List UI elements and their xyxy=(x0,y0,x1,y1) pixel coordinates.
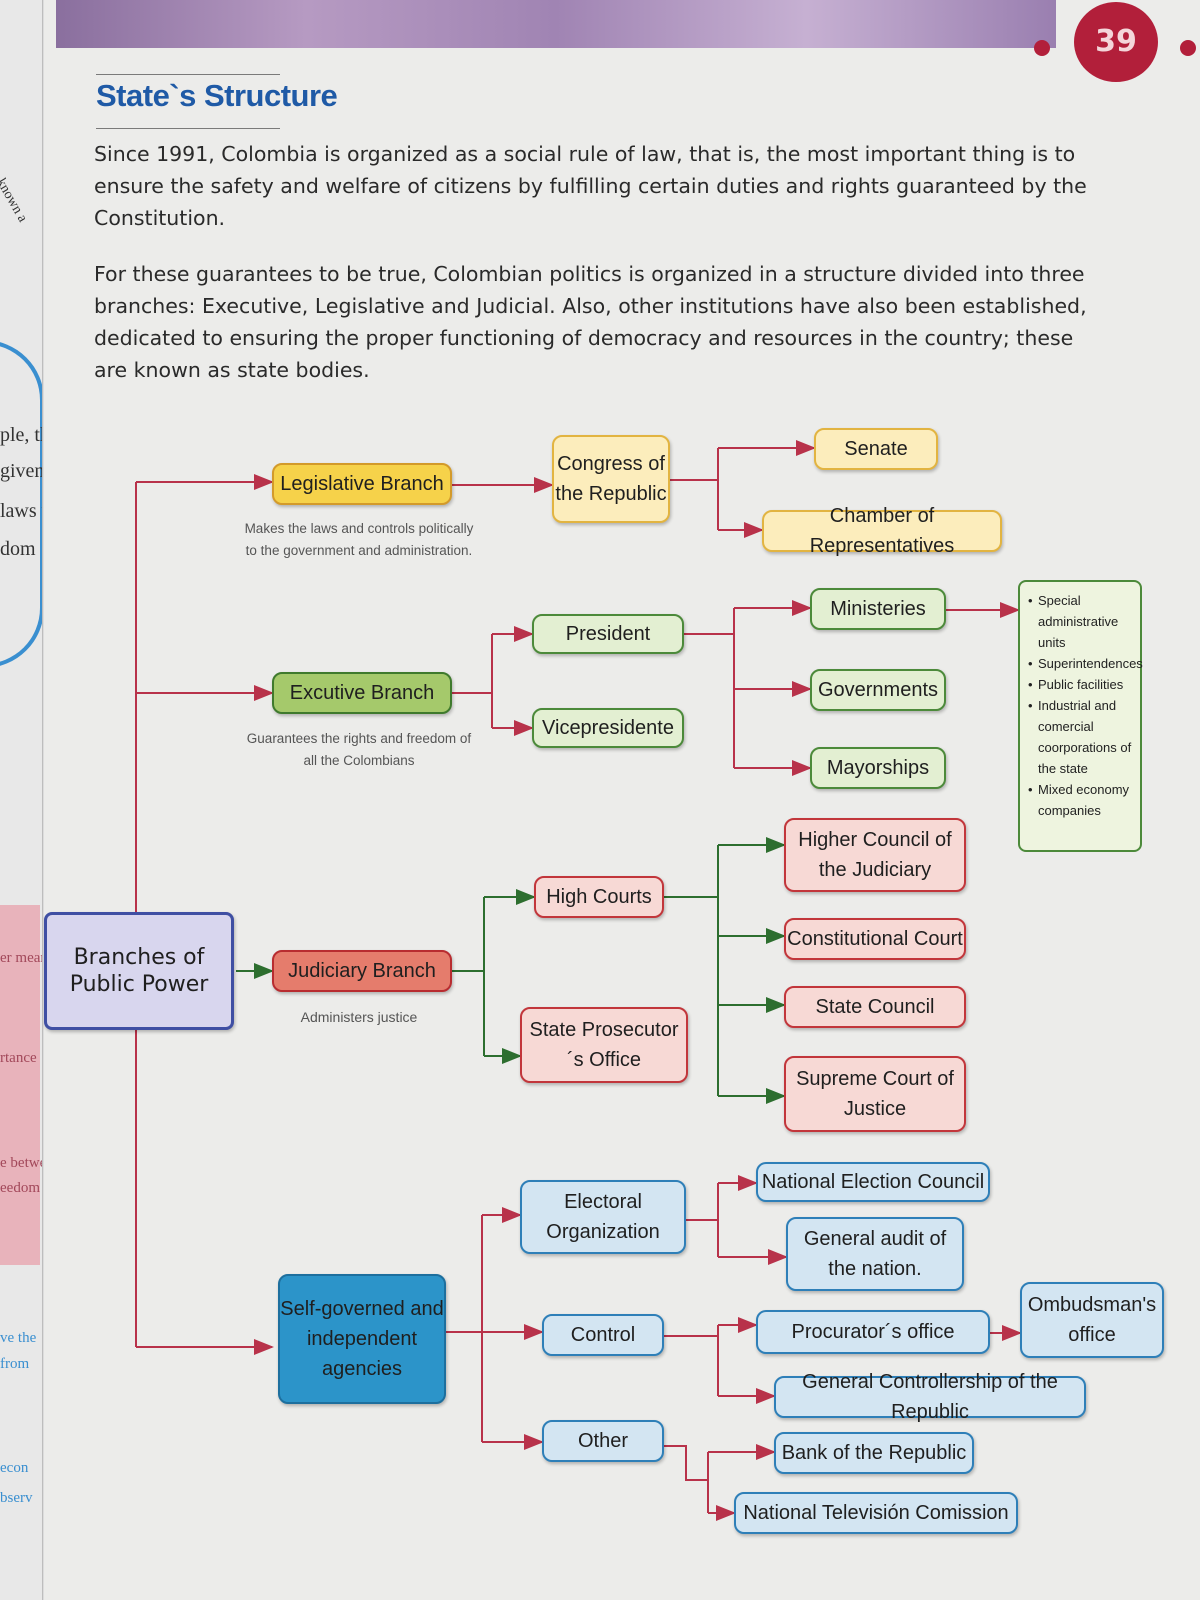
vicepresident-node: Vicepresidente xyxy=(532,708,684,748)
adjacent-text-fragment: ple, the xyxy=(0,424,42,446)
other-node: Other xyxy=(542,1420,664,1462)
procurator-office-node: Procurator´s office xyxy=(756,1310,990,1354)
decorative-dot xyxy=(1180,40,1196,56)
title-rule-bottom xyxy=(96,128,280,129)
executive-entities-list: Special administrative units Superintend… xyxy=(1018,580,1143,852)
state-prosecutor-office-node: State Prosecutor´s Office xyxy=(520,1007,688,1083)
electoral-organization-node: Electoral Organization xyxy=(520,1180,686,1254)
adjacent-text-fragment: known a xyxy=(0,176,30,225)
intro-paragraph: Since 1991, Colombia is organized as a s… xyxy=(94,142,1087,230)
constitutional-court-node: Constitutional Court xyxy=(784,918,966,960)
adjacent-text-fragment: bserv xyxy=(0,1490,33,1506)
executive-branch-node: Excutive Branch xyxy=(272,672,452,714)
congress-of-the-republic-node: Congress of the Republic xyxy=(552,435,670,523)
title-rule-top xyxy=(96,74,280,75)
adjacent-text-fragment: from xyxy=(0,1356,30,1372)
supreme-court-of-justice-node: Supreme Court of Justice xyxy=(784,1056,966,1132)
control-node: Control xyxy=(542,1314,664,1356)
adjacent-text-fragment: dom xyxy=(0,538,36,560)
president-node: President xyxy=(532,614,684,654)
national-election-council-node: National Election Council xyxy=(756,1162,990,1202)
entity-item: Special administrative units xyxy=(1028,590,1134,653)
ministeries-node: Ministeries xyxy=(810,588,946,630)
high-courts-node: High Courts xyxy=(534,876,664,918)
ombudsman-office-node: Ombudsman's office xyxy=(1020,1282,1164,1358)
entity-item: Public facilities xyxy=(1028,674,1134,695)
executive-branch-description: Guarantees the rights and freedom of all… xyxy=(246,731,472,768)
bank-of-the-republic-node: Bank of the Republic xyxy=(774,1432,974,1474)
self-governed-agencies-node: Self-governed and independent agencies xyxy=(278,1274,446,1404)
adjacent-text-fragment: ve the xyxy=(0,1330,37,1346)
general-audit-node: General audit of the nation. xyxy=(786,1217,964,1291)
general-controllership-node: General Controllership of the Republic xyxy=(774,1371,1086,1423)
judiciary-branch-node: Judiciary Branch xyxy=(272,950,452,992)
connector-lines xyxy=(135,440,1022,1521)
main-page: 39 State`s Structure Since 1991, Colombi… xyxy=(44,0,1200,1600)
judiciary-branch-description: Administers justice xyxy=(300,1009,418,1025)
decorative-dot xyxy=(1034,40,1050,56)
adjacent-page-pink-band xyxy=(0,905,40,1265)
higher-council-of-judiciary-node: Higher Council of the Judiciary xyxy=(784,818,966,892)
mayorships-node: Mayorships xyxy=(810,747,946,789)
adjacent-page-strip: known a ple, the given u laws w dom er m… xyxy=(0,0,43,1600)
entity-item: Mixed economy companies xyxy=(1028,779,1134,821)
governments-node: Governments xyxy=(810,669,946,711)
decorative-header-band xyxy=(56,0,1056,48)
entity-item: Industrial and comercial coorporations o… xyxy=(1028,695,1134,779)
adjacent-text-fragment: er mean xyxy=(0,950,42,966)
legislative-branch-description: Makes the laws and controls politically … xyxy=(244,521,474,558)
entity-item: Superintendences xyxy=(1028,653,1143,674)
legislative-branch-node: Legislative Branch xyxy=(272,463,452,505)
branches-of-public-power-root: Branches of Public Power xyxy=(44,912,234,1030)
page-number-badge: 39 xyxy=(1074,2,1158,82)
page-title: State`s Structure xyxy=(96,78,338,113)
adjacent-text-fragment: econ xyxy=(0,1460,29,1476)
adjacent-text-fragment: rtance xyxy=(0,1050,37,1066)
adjacent-text-fragment: eedom xyxy=(0,1180,40,1196)
adjacent-text-fragment: laws w xyxy=(0,500,42,522)
adjacent-text-fragment: given u xyxy=(0,460,43,482)
state-council-node: State Council xyxy=(784,986,966,1028)
chamber-of-representatives-node: Chamber of Representatives xyxy=(762,505,1002,557)
senate-node: Senate xyxy=(814,428,938,470)
branches-paragraph: For these guarantees to be true, Colombi… xyxy=(94,262,1087,382)
national-television-commission-node: National Televisión Comission xyxy=(734,1492,1018,1534)
adjacent-text-fragment: e betwe xyxy=(0,1155,43,1171)
state-structure-diagram: Branches of Public Power Legislative Bra… xyxy=(44,0,1200,1600)
